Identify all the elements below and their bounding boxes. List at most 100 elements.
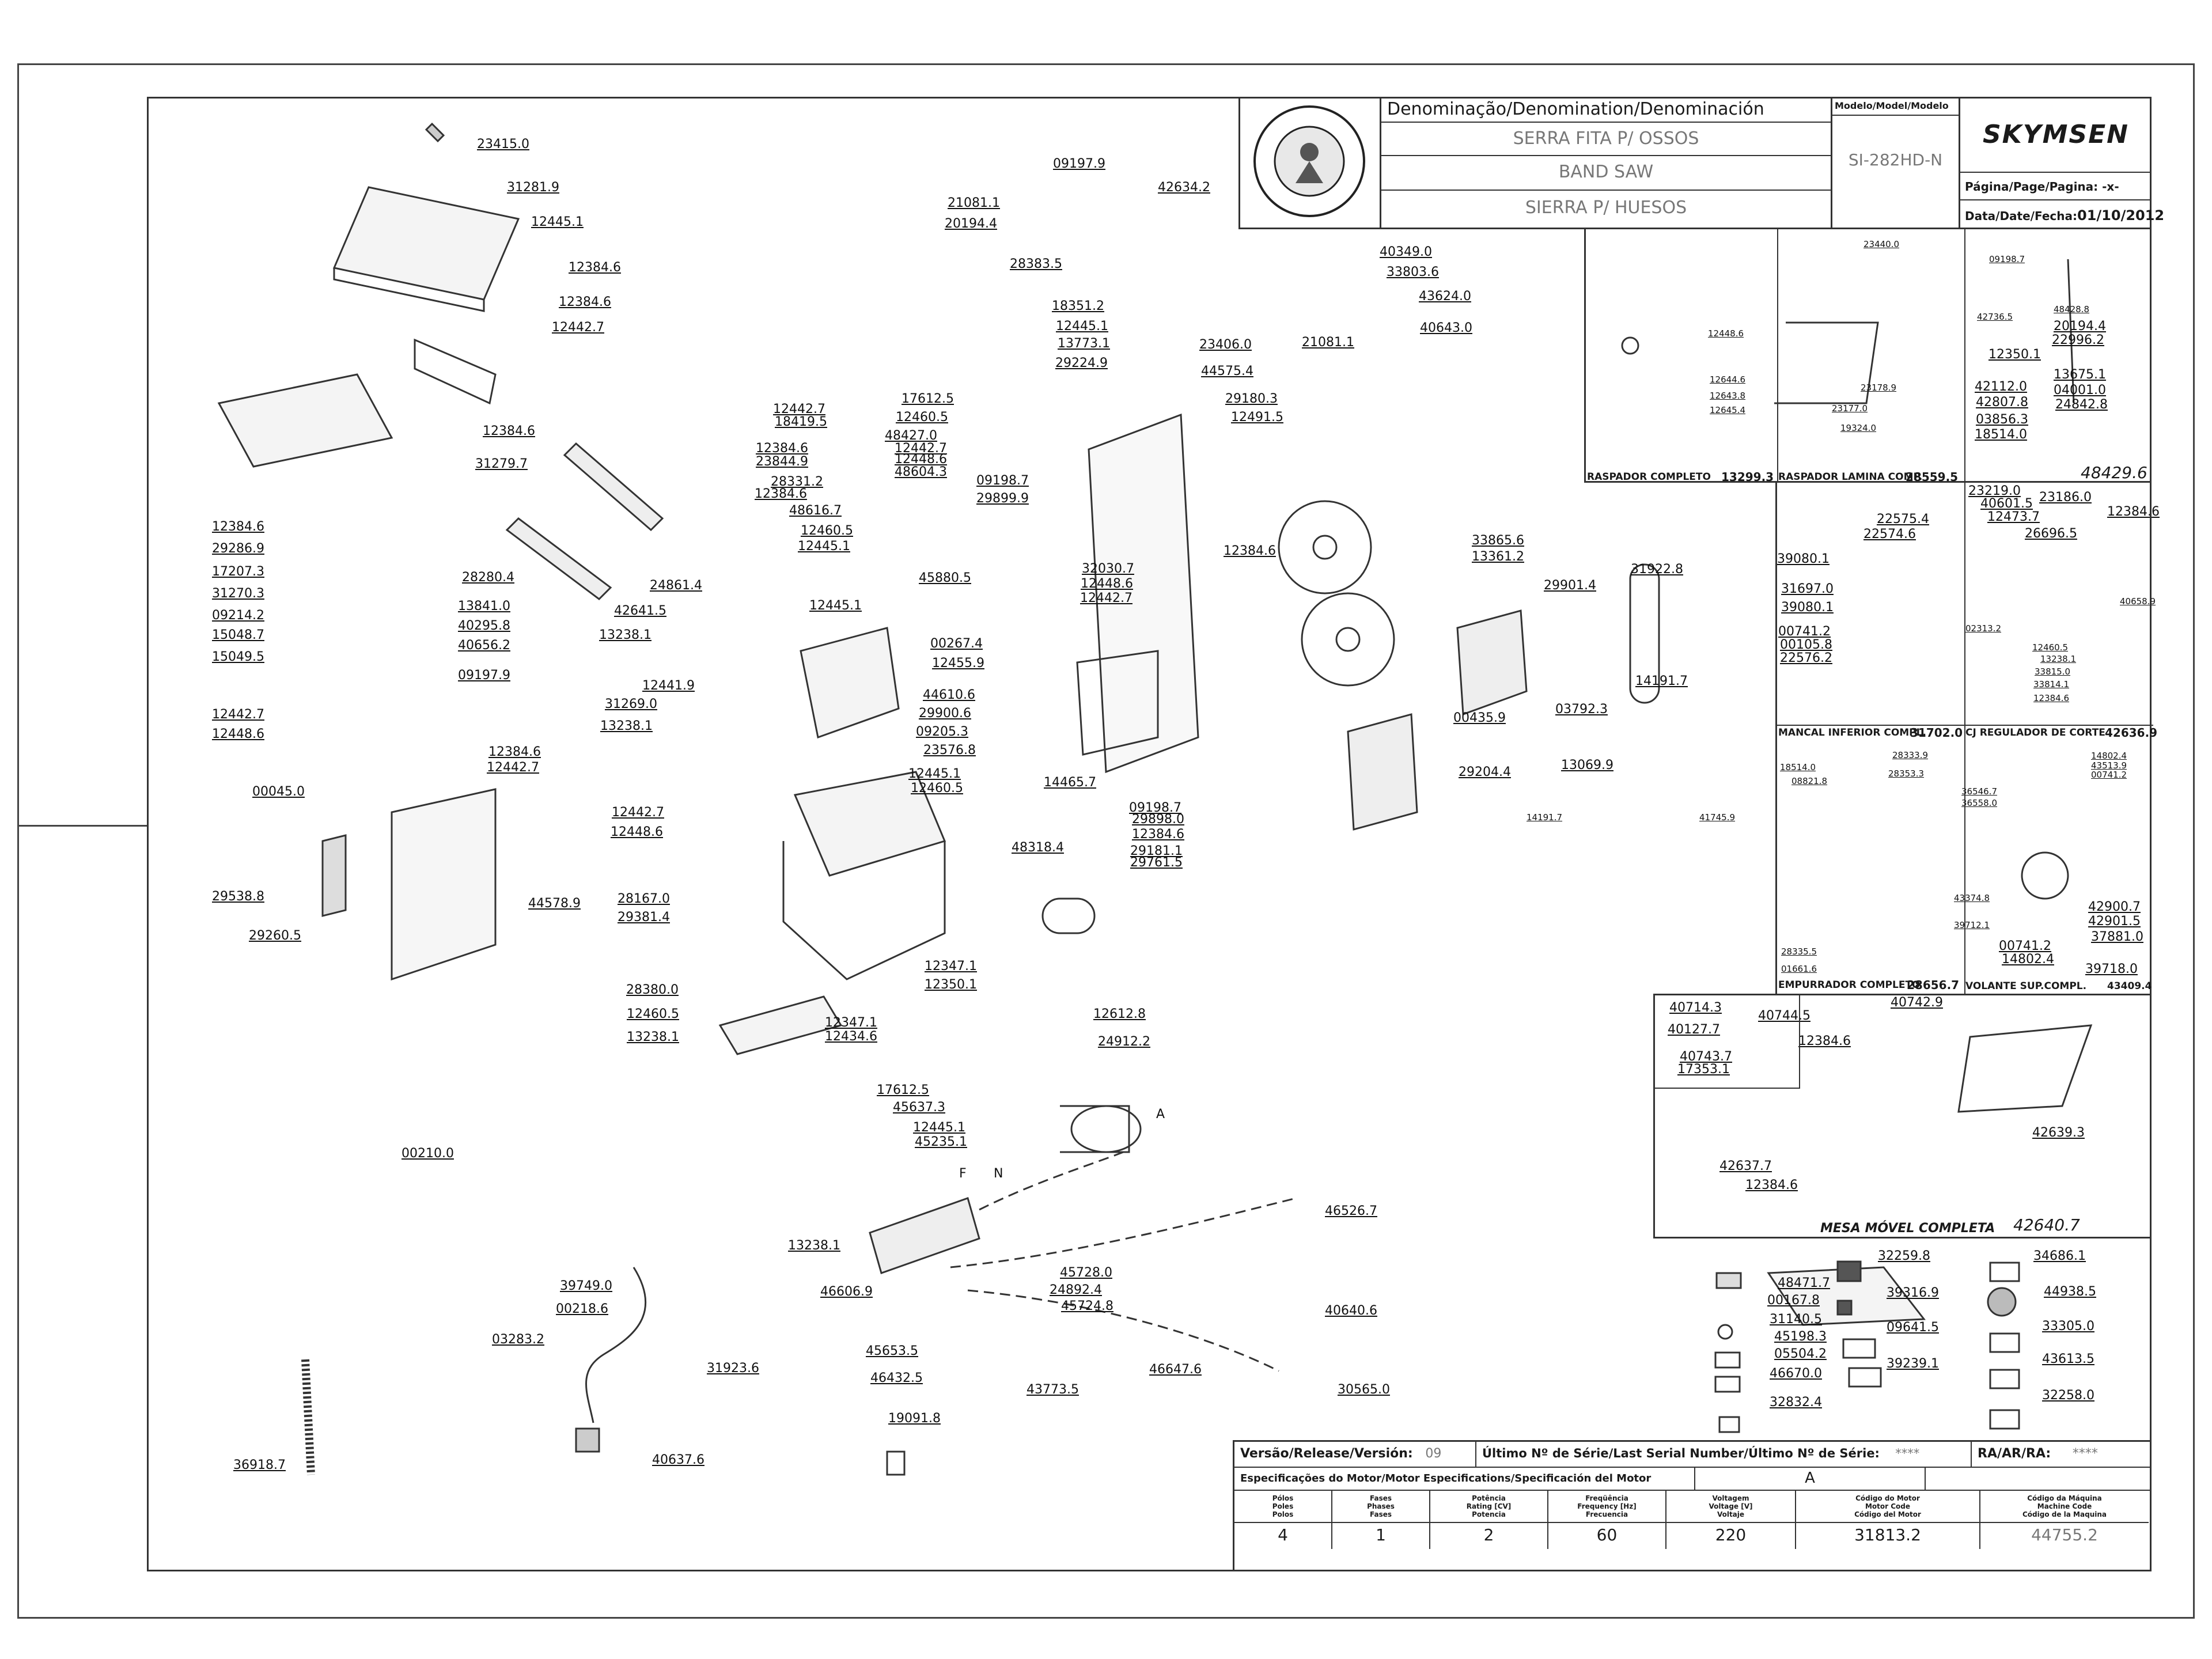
part-number-label: 40601.5 bbox=[1980, 497, 2033, 511]
part-number-label: 01661.6 bbox=[1781, 964, 1817, 974]
sheet-fold-line bbox=[17, 825, 149, 827]
label-plate-icon bbox=[1715, 1272, 1742, 1289]
part-number-label: 29898.0 bbox=[1132, 812, 1184, 827]
ra-row: RA/AR/RA: **** bbox=[1972, 1442, 2152, 1468]
part-number-label: 28383.5 bbox=[1010, 257, 1062, 271]
page-label: Página/Page/Pagina: bbox=[1965, 180, 2099, 194]
part-number-label: 12442.7 bbox=[895, 441, 947, 456]
serial-row: Último Nº de Série/Last Serial Number/Úl… bbox=[1476, 1442, 1972, 1468]
serial-label: Último Nº de Série/Last Serial Number/Úl… bbox=[1482, 1446, 1880, 1460]
part-number-label: 43773.5 bbox=[1027, 1382, 1079, 1397]
part-number-label: 09214.2 bbox=[212, 608, 264, 623]
part-number-label: 45637.3 bbox=[893, 1100, 945, 1115]
part-number-label: 28333.9 bbox=[1892, 750, 1929, 760]
part-number-label: 22575.4 bbox=[1877, 512, 1929, 527]
mesa-movel-box bbox=[1653, 994, 2152, 1238]
part-number-label: 20194.4 bbox=[945, 217, 997, 231]
part-number-label: 29900.6 bbox=[919, 706, 971, 721]
part-number-label: 31269.0 bbox=[605, 697, 657, 711]
part-number-label: 40714.3 bbox=[1669, 1001, 1722, 1015]
part-number-label: 09205.3 bbox=[916, 725, 968, 739]
motor-code-letter: A bbox=[1695, 1468, 1926, 1491]
kit-code-raspador-lamina: 28559.5 bbox=[1906, 470, 1959, 484]
part-number-label: 29180.3 bbox=[1225, 392, 1278, 406]
part-number-label: 09197.9 bbox=[458, 668, 510, 683]
part-number-label: 46670.0 bbox=[1770, 1366, 1822, 1381]
part-number-label: 40637.6 bbox=[652, 1453, 704, 1467]
part-number-label: 44575.4 bbox=[1201, 364, 1253, 378]
part-number-label: 04001.0 bbox=[2054, 383, 2106, 397]
part-number-label: 40643.0 bbox=[1420, 321, 1472, 335]
part-number-label: 31140.5 bbox=[1770, 1312, 1822, 1327]
part-number-label: 12347.1 bbox=[825, 1016, 877, 1030]
part-number-label: 40658.9 bbox=[2120, 596, 2156, 607]
part-number-label: 48318.4 bbox=[1012, 840, 1064, 855]
part-number-label: 17612.5 bbox=[877, 1083, 929, 1097]
motor-spec-label: Especificações do Motor/Motor Especifica… bbox=[1234, 1468, 1695, 1491]
part-number-label: 12384.6 bbox=[559, 295, 611, 309]
part-number-label: 45724.8 bbox=[1061, 1299, 1113, 1313]
part-number-label: 48427.0 bbox=[885, 429, 937, 443]
part-number-label: 26696.5 bbox=[2025, 527, 2077, 541]
part-number-label: 14191.7 bbox=[1527, 812, 1563, 823]
part-number-label: 00045.0 bbox=[252, 785, 305, 799]
spec-value: 31813.2 bbox=[1796, 1523, 1980, 1549]
ra-value: **** bbox=[2072, 1446, 2098, 1461]
part-number-label: 24842.8 bbox=[2055, 397, 2108, 412]
part-number-label: 17353.1 bbox=[1677, 1062, 1730, 1077]
version-value: 09 bbox=[1425, 1446, 1442, 1461]
part-number-label: 46647.6 bbox=[1149, 1362, 1202, 1377]
kit-label-volante: VOLANTE SUP.COMPL. bbox=[1965, 980, 2087, 992]
spec-column-header: Fases Phases Fases bbox=[1332, 1491, 1430, 1523]
part-number-label: 12644.6 bbox=[1710, 374, 1746, 385]
part-number-label: 12384.6 bbox=[1224, 544, 1276, 558]
part-number-label: 05504.2 bbox=[1774, 1347, 1827, 1361]
part-number-label: 29224.9 bbox=[1055, 356, 1108, 370]
part-number-label: 33865.6 bbox=[1472, 533, 1524, 548]
part-number-label: 29538.8 bbox=[212, 889, 264, 904]
part-number-label: 12347.1 bbox=[925, 959, 977, 974]
part-number-label: 18514.0 bbox=[1975, 427, 2027, 442]
part-number-label: 40640.6 bbox=[1325, 1304, 1377, 1318]
part-number-label: 44610.6 bbox=[923, 688, 975, 702]
part-number-label: 00267.4 bbox=[930, 637, 983, 651]
part-number-label: 12445.1 bbox=[913, 1120, 965, 1135]
kit-code-raspador: 13299.3 bbox=[1721, 470, 1774, 484]
part-number-label: 20194.4 bbox=[2054, 319, 2106, 334]
spec-block: Versão/Release/Versión: 09 Último Nº de … bbox=[1233, 1440, 2152, 1571]
part-number-label: 23440.0 bbox=[1863, 239, 1900, 249]
part-number-label: 12384.6 bbox=[483, 424, 535, 438]
spec-value: 60 bbox=[1548, 1523, 1666, 1549]
part-number-label: 03283.2 bbox=[492, 1332, 544, 1347]
part-number-label: 19091.8 bbox=[888, 1411, 941, 1426]
part-number-label: 18419.5 bbox=[775, 415, 827, 429]
part-number-label: 43513.9 bbox=[2091, 760, 2127, 771]
part-number-label: 23219.0 bbox=[1968, 484, 2021, 498]
part-number-label: 40742.9 bbox=[1891, 995, 1943, 1010]
part-number-label: 48616.7 bbox=[789, 503, 842, 518]
part-number-label: 45235.1 bbox=[915, 1135, 967, 1149]
part-number-label: 12442.7 bbox=[612, 805, 664, 820]
spec-value: 4 bbox=[1234, 1523, 1332, 1549]
model-column: Modelo/Model/Modelo SI-282HD-N bbox=[1831, 97, 1960, 228]
part-number-label: 17612.5 bbox=[902, 392, 954, 406]
denomination-header: Denominação/Denomination/Denominación bbox=[1381, 97, 1831, 123]
part-number-label: 00105.8 bbox=[1780, 638, 1832, 652]
part-number-label: 03792.3 bbox=[1555, 702, 1608, 717]
part-number-label: 21081.1 bbox=[1302, 335, 1354, 350]
motor-phase-a-mark: A bbox=[1156, 1107, 1165, 1122]
part-number-label: 23186.0 bbox=[2039, 490, 2092, 505]
part-number-label: 12384.6 bbox=[212, 520, 264, 534]
part-number-label: 46432.5 bbox=[870, 1371, 923, 1385]
kit-code-48429: 48429.6 bbox=[2081, 463, 2147, 482]
model-header: Modelo/Model/Modelo bbox=[1832, 97, 1959, 116]
part-number-label: 14191.7 bbox=[1635, 674, 1688, 688]
part-number-label: 44578.9 bbox=[528, 896, 581, 911]
part-number-label: 45880.5 bbox=[919, 571, 971, 585]
part-number-label: 12350.1 bbox=[925, 978, 977, 992]
page-value: -x- bbox=[2102, 180, 2119, 194]
spec-value: 44755.2 bbox=[2031, 1525, 2098, 1544]
ra-label: RA/AR/RA: bbox=[1978, 1446, 2051, 1461]
